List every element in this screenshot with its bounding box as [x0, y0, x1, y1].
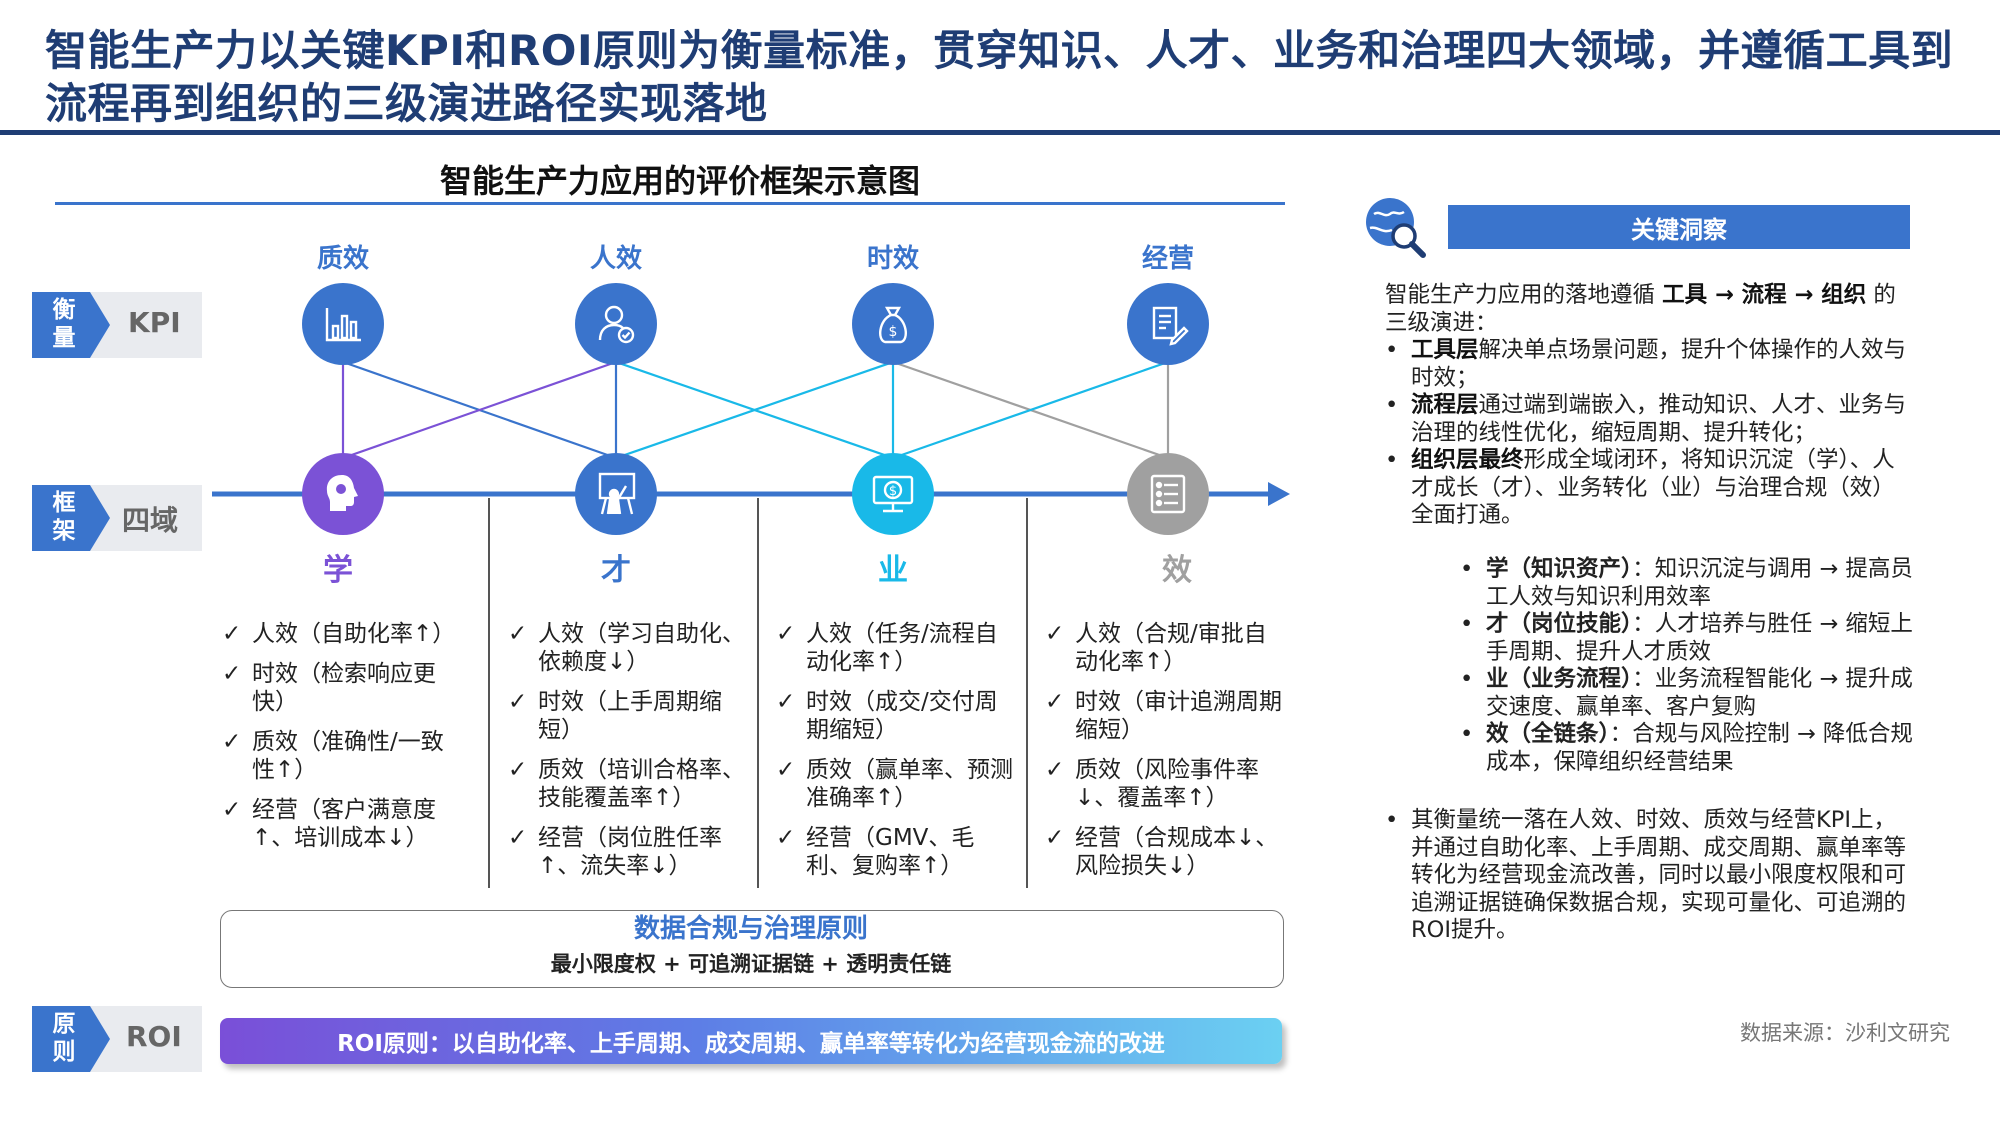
- svg-text:$: $: [889, 324, 898, 340]
- insight-sub-bullet: •效（全链条）：合规与风险控制 → 降低合规成本，保障组织经营结果: [1460, 721, 1913, 775]
- list-item: ✓时效（上手周期缩短）: [508, 689, 722, 743]
- check-icon: ✓: [1045, 757, 1065, 783]
- list-item: ✓质效（准确性/一致性↑）: [222, 729, 444, 783]
- diagram-title: 智能生产力应用的评价框架示意图: [439, 162, 920, 200]
- metric-list-xiao: ✓人效（合规/审批自动化率↑） ✓时效（审计追溯周期缩短） ✓质效（风险事件率↓…: [1045, 620, 1285, 892]
- link-shixiao-cai: [615, 360, 894, 460]
- check-icon: ✓: [508, 621, 528, 647]
- compliance-principle-subtitle: 最小限度权 + 可追溯证据链 + 透明责任链: [550, 952, 952, 976]
- data-source: 数据来源：沙利文研究: [1740, 1021, 1950, 1045]
- row-tag-roi-word: ROI: [126, 1020, 182, 1053]
- check-icon: ✓: [776, 621, 796, 647]
- insight-intro: 智能生产力应用的落地遵循 工具 → 流程 → 组织 的三级演进：: [1385, 282, 1896, 336]
- list-item: ✓时效（成交/交付周期缩短）: [776, 689, 998, 743]
- framework-axis-arrowhead: [1268, 482, 1290, 506]
- check-icon: ✓: [1045, 825, 1065, 851]
- document-edit-icon: [1127, 283, 1209, 365]
- list-item: ✓经营（岗位胜任率↑、流失率↓）: [508, 825, 722, 879]
- head-brain-icon: [302, 453, 384, 535]
- insight-sub-bullet: •业（业务流程）：业务流程智能化 → 提升成交速度、赢单率、客户复购: [1460, 666, 1913, 720]
- check-icon: ✓: [776, 825, 796, 851]
- list-item: ✓经营（GMV、毛利、复购率↑）: [776, 825, 975, 879]
- list-item: ✓质效（赢单率、预测准确率↑）: [776, 757, 1013, 811]
- list-item: ✓质效（培训合格率、技能覆盖率↑）: [508, 757, 745, 811]
- headline-divider: [0, 130, 2000, 135]
- insight-bullet: •组织层最终形成全域闭环，将知识沉淀（学）、人才成长（才）、业务转化（业）与治理…: [1385, 447, 1895, 528]
- money-bag-icon: $: [852, 283, 934, 365]
- insight-domain-bullets: •学（知识资产）：知识沉淀与调用 → 提高员工人效与知识利用效率 •才（岗位技能…: [1460, 556, 1915, 776]
- list-item: ✓时效（检索响应更快）: [222, 661, 436, 715]
- domain-label-xue: 学: [323, 553, 353, 588]
- kpi-label-jingying: 经营: [1141, 244, 1194, 274]
- check-icon: ✓: [1045, 689, 1065, 715]
- insight-sub-bullet: •才（岗位技能）：人才培养与胜任 → 缩短上手周期、提升人才质效: [1460, 611, 1913, 665]
- list-item: ✓时效（审计追溯周期缩短）: [1045, 689, 1282, 743]
- user-check-icon: [575, 283, 657, 365]
- list-item: ✓经营（合规成本↓、风险损失↓）: [1045, 825, 1279, 879]
- row-tag-framework-chevron: [32, 485, 110, 551]
- kpi-label-zhixiao: 质效: [316, 244, 369, 274]
- presenter-icon: [575, 453, 657, 535]
- check-icon: ✓: [508, 757, 528, 783]
- check-icon: ✓: [508, 689, 528, 715]
- monitor-money-icon: $: [852, 453, 934, 535]
- insight-bullet: •流程层通过端到端嵌入，推动知识、人才、业务与治理的线性优化，缩短周期、提升转化…: [1385, 392, 1907, 446]
- checklist-icon: [1127, 453, 1209, 535]
- row-tag-framework-chars: 框架: [52, 490, 76, 544]
- insight-bullet: •工具层解决单点场景问题，提升个体操作的人效与时效；: [1385, 337, 1907, 391]
- list-item: ✓人效（学习自助化、依赖度↓）: [508, 621, 745, 675]
- domain-label-xiao: 效: [1162, 553, 1192, 588]
- insight-summary: •其衡量统一落在人效、时效、质效与经营KPI上，并通过自助化率、上手周期、成交周…: [1385, 807, 1907, 943]
- check-icon: ✓: [222, 621, 242, 647]
- metric-list-ye: ✓人效（任务/流程自动化率↑） ✓时效（成交/交付周期缩短） ✓质效（赢单率、预…: [776, 620, 1016, 892]
- domain-label-cai: 才: [601, 553, 631, 588]
- check-icon: ✓: [222, 729, 242, 755]
- check-icon: ✓: [222, 797, 242, 823]
- check-icon: ✓: [776, 757, 796, 783]
- check-icon: ✓: [1045, 621, 1065, 647]
- list-item: ✓人效（自助化率↑）: [222, 621, 456, 647]
- row-tag-kpi-word: KPI: [128, 306, 181, 339]
- roi-principle-text: ROI原则：以自助化率、上手周期、成交周期、赢单率等转化为经营现金流的改进: [337, 1031, 1165, 1057]
- list-item: ✓人效（任务/流程自动化率↑）: [776, 621, 998, 675]
- key-insight-body: 智能生产力应用的落地遵循 工具 → 流程 → 组织 的三级演进： •工具层解决单…: [1385, 282, 1910, 530]
- roi-principle-bar: ROI原则：以自助化率、上手周期、成交周期、赢单率等转化为经营现金流的改进: [220, 1018, 1282, 1064]
- row-tag-framework-word: 四域: [122, 504, 179, 537]
- kpi-label-shixiao: 时效: [866, 244, 919, 274]
- row-tag-kpi-chevron: [32, 292, 110, 358]
- diagram-title-rule: [55, 202, 1285, 205]
- row-tag-kpi-chars: 衡量: [52, 297, 76, 351]
- page-headline: 智能生产力以关键KPI和ROI原则为衡量标准，贯穿知识、人才、业务和治理四大领域…: [45, 26, 1954, 128]
- check-icon: ✓: [776, 689, 796, 715]
- check-icon: ✓: [222, 661, 242, 687]
- kpi-label-renxiao: 人效: [589, 244, 642, 274]
- key-insight-header: 关键洞察: [1448, 205, 1910, 249]
- link-jingying-ye: [892, 360, 1169, 460]
- list-item: ✓质效（风险事件率↓、覆盖率↑）: [1045, 757, 1259, 811]
- metric-list-cai: ✓人效（学习自助化、依赖度↓） ✓时效（上手周期缩短） ✓质效（培训合格率、技能…: [508, 620, 748, 892]
- row-tag-roi-chevron: [32, 1006, 110, 1072]
- compliance-principle-box: [220, 910, 1284, 988]
- list-item: ✓经营（客户满意度↑、培训成本↓）: [222, 797, 436, 851]
- row-tag-roi-chars: 原则: [52, 1011, 76, 1065]
- svg-text:$: $: [889, 484, 897, 499]
- link-renxiao-xue: [342, 360, 617, 460]
- metric-list-xue: ✓人效（自助化率↑） ✓时效（检索响应更快） ✓质效（准确性/一致性↑） ✓经营…: [222, 620, 462, 864]
- globe-search-icon: [1360, 192, 1428, 260]
- domain-label-ye: 业: [878, 553, 908, 588]
- insight-sub-bullet: •学（知识资产）：知识沉淀与调用 → 提高员工人效与知识利用效率: [1460, 556, 1913, 610]
- list-item: ✓人效（合规/审批自动化率↑）: [1045, 621, 1267, 675]
- bar-chart-icon: [302, 283, 384, 365]
- check-icon: ✓: [508, 825, 528, 851]
- compliance-principle-title: 数据合规与治理原则: [633, 914, 868, 944]
